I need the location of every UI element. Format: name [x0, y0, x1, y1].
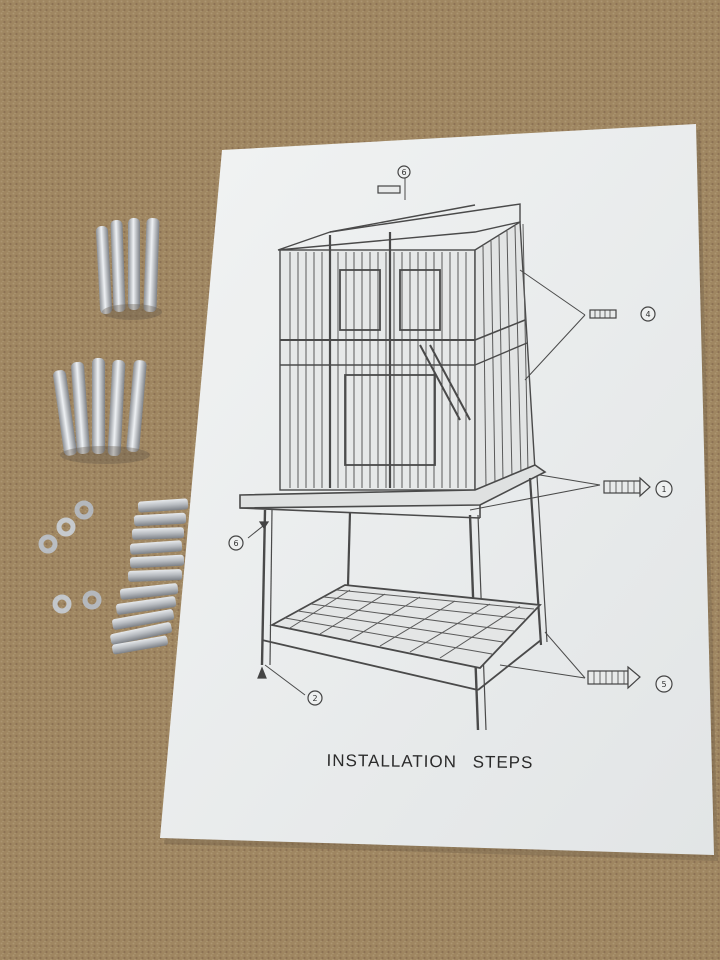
callout-marker-6-side	[228, 535, 244, 551]
sheet-title: INSTALLATION STEPS	[326, 750, 534, 773]
long-pins-group-2	[53, 358, 150, 464]
callout-label-4: 4	[645, 310, 650, 319]
callout-label-6b: 6	[401, 168, 406, 177]
callout-bolts	[257, 185, 651, 690]
callout-markers	[228, 165, 673, 706]
callout-label-6a: 6	[233, 539, 238, 548]
callout-marker-4	[640, 306, 656, 322]
hex-nuts	[38, 500, 102, 614]
callout-marker-6-top	[397, 165, 411, 179]
callout-label-5: 5	[661, 680, 666, 689]
callout-marker-5	[655, 675, 673, 693]
bolts-pile	[110, 498, 189, 655]
callout-marker-1	[655, 480, 673, 498]
callout-label-2: 2	[312, 694, 317, 703]
cage-diagram	[239, 178, 601, 731]
callout-marker-2	[307, 690, 323, 706]
long-pins-group-1	[95, 217, 162, 320]
callout-label-1: 1	[661, 485, 666, 494]
